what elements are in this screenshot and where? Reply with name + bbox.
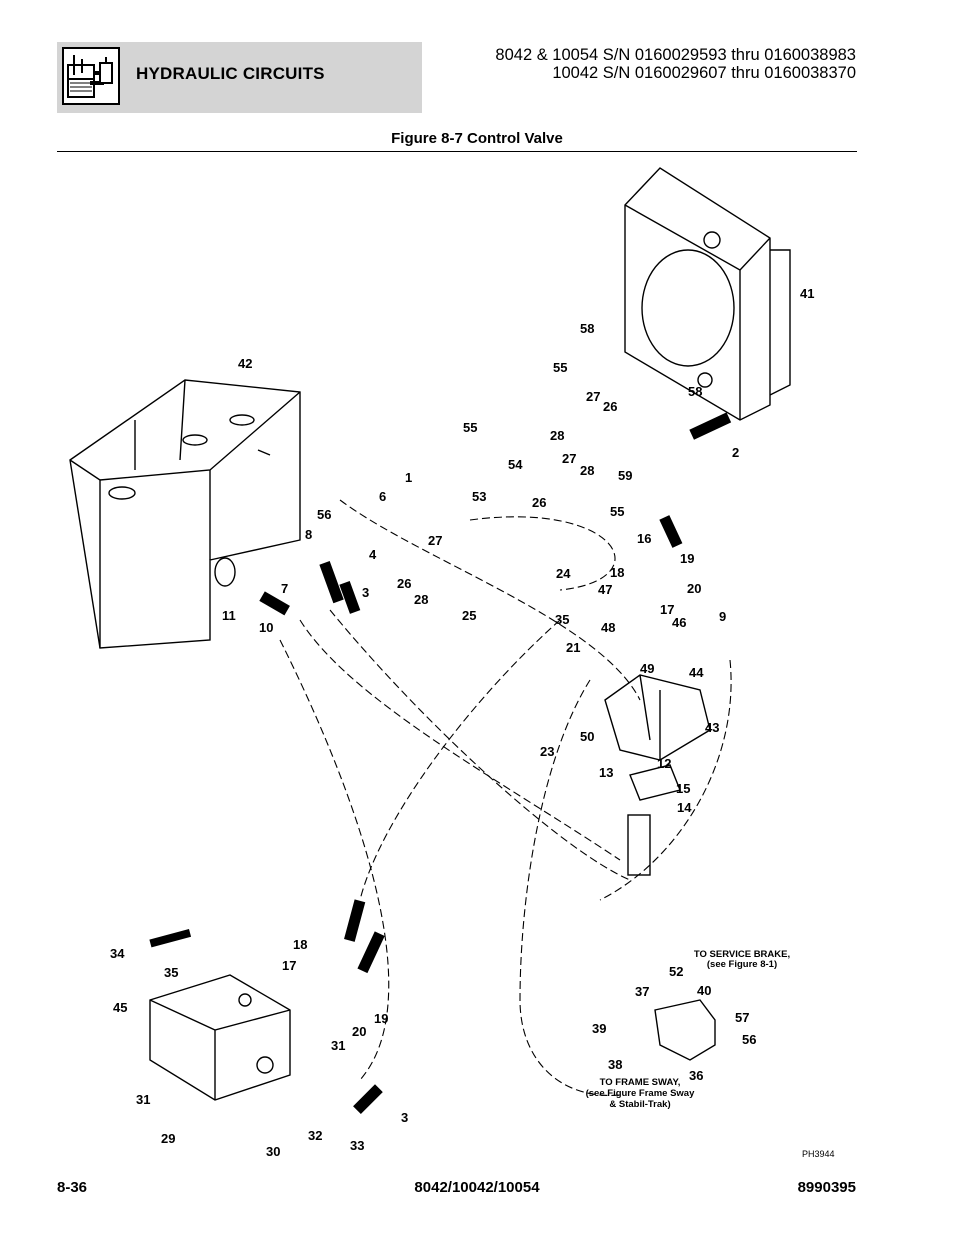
callout-47: 47 [598,582,612,597]
callout-34: 34 [110,946,125,961]
callout-57: 57 [735,1010,749,1025]
section-title: HYDRAULIC CIRCUITS [136,64,325,83]
callout-18: 18 [610,565,624,580]
callout-27: 27 [586,389,600,404]
callout-59: 59 [618,468,632,483]
callout-53: 53 [472,489,486,504]
callout-13: 13 [599,765,613,780]
callout-26: 26 [397,576,411,591]
callout-56: 56 [742,1032,756,1047]
callout-37: 37 [635,984,649,999]
callout-28: 28 [414,592,428,607]
callout-9: 9 [719,609,726,624]
callout-16: 16 [637,531,651,546]
oil-cooler [624,167,791,421]
callout-20: 20 [687,581,701,596]
callout-6: 6 [379,489,386,504]
callout-32: 32 [308,1128,322,1143]
callout-15: 15 [676,781,690,796]
callout-56: 56 [317,507,331,522]
callout-21: 21 [566,640,580,655]
callout-12: 12 [657,756,671,771]
callout-26: 26 [532,495,546,510]
hydraulic-hoses [279,499,732,1096]
callout-28: 28 [550,428,564,443]
callout-24: 24 [556,566,571,581]
callout-1: 1 [405,470,412,485]
callout-17: 17 [660,602,674,617]
callout-58: 58 [688,384,702,399]
callout-8: 8 [305,527,312,542]
callout-46: 46 [672,615,686,630]
footer-part-number: 8990395 [797,1179,856,1196]
callout-54: 54 [508,457,523,472]
callout-14: 14 [677,800,692,815]
serial-range-2: 10042 S/N 0160029607 thru 0160038370 [552,64,856,82]
control-valve-diagram: 41 42 58 58 55 27 26 28 2 55 54 53 1 6 2… [69,167,835,1159]
callout-35: 35 [164,965,178,980]
callout-43: 43 [705,720,719,735]
note-service-brake-1: TO SERVICE BRAKE, [694,949,790,960]
callout-50: 50 [580,729,594,744]
callout-36: 36 [689,1068,703,1083]
figure-notes: TO SERVICE BRAKE, (see Figure 8-1) TO FR… [586,949,791,1110]
note-frame-sway-2: (see Figure Frame Sway [586,1088,695,1099]
callout-42: 42 [238,356,252,371]
callout-2: 2 [732,445,739,460]
callout-18: 18 [293,937,307,952]
callout-55: 55 [553,360,567,375]
note-service-brake-2: (see Figure 8-1) [707,959,777,970]
callout-40: 40 [697,983,711,998]
footer-models: 8042/10042/10054 [414,1179,540,1196]
callout-55: 55 [463,420,477,435]
hydraulic-circuit-icon [62,47,120,105]
brake-manifold [654,999,716,1061]
page-number: 8-36 [57,1179,88,1196]
callout-41: 41 [800,286,814,301]
callout-7: 7 [281,581,288,596]
callout-26: 26 [603,399,617,414]
callout-3: 3 [401,1110,408,1125]
note-frame-sway-3: & Stabil-Trak) [609,1099,670,1110]
callout-35: 35 [555,612,569,627]
callout-45: 45 [113,1000,127,1015]
serial-range-1: 8042 & 10054 S/N 0160029593 thru 0160038… [495,46,856,64]
note-frame-sway-1: TO FRAME SWAY, [600,1077,681,1088]
callout-29: 29 [161,1131,175,1146]
callout-33: 33 [350,1138,364,1153]
title-rule [57,151,857,152]
callout-31: 31 [136,1092,150,1107]
callout-17: 17 [282,958,296,973]
callout-4: 4 [369,547,377,562]
callout-11: 11 [222,608,236,623]
callout-25: 25 [462,608,476,623]
callout-10: 10 [259,620,273,635]
callout-58: 58 [580,321,594,336]
callout-38: 38 [608,1057,622,1072]
callout-23: 23 [540,744,554,759]
callout-39: 39 [592,1021,606,1036]
callout-20: 20 [352,1024,366,1039]
callout-48: 48 [601,620,615,635]
callout-49: 49 [640,661,654,676]
callout-52: 52 [669,964,683,979]
callout-19: 19 [374,1011,388,1026]
control-valve-block [149,974,291,1101]
hose-fittings [149,412,732,1114]
callout-27: 27 [428,533,442,548]
callout-3: 3 [362,585,369,600]
callout-27: 27 [562,451,576,466]
callout-55: 55 [610,504,624,519]
callout-28: 28 [580,463,594,478]
figure-title: Figure 8-7 Control Valve [391,130,563,147]
figure-code: PH3944 [802,1149,835,1159]
callout-31: 31 [331,1038,345,1053]
callout-44: 44 [689,665,704,680]
hydraulic-tank [69,379,301,649]
callout-labels: 41 42 58 58 55 27 26 28 2 55 54 53 1 6 2… [110,286,814,1159]
callout-30: 30 [266,1144,280,1159]
callout-19: 19 [680,551,694,566]
hydraulic-pump [604,674,711,876]
